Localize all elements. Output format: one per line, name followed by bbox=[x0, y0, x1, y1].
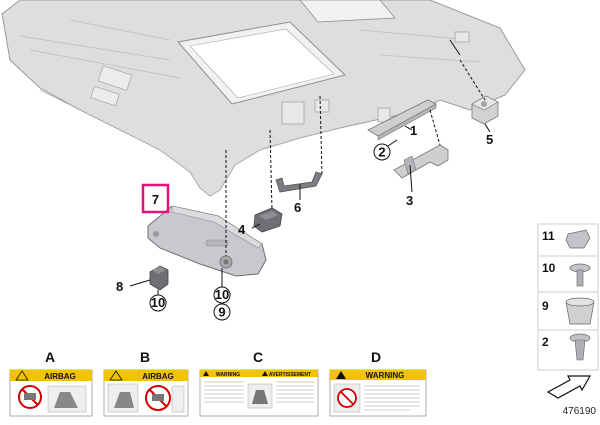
part-8-holder bbox=[149, 265, 169, 291]
svg-text:10: 10 bbox=[542, 261, 556, 275]
callout-9: 9 bbox=[213, 303, 231, 321]
orientation-arrow bbox=[546, 375, 592, 399]
svg-text:2: 2 bbox=[378, 145, 385, 160]
callout-2-circle: 2 bbox=[373, 143, 391, 161]
callout-3: 3 bbox=[406, 193, 413, 208]
svg-text:11: 11 bbox=[542, 229, 555, 243]
label-c-title-left: WARNING bbox=[216, 372, 240, 378]
callout-4: 4 bbox=[238, 222, 246, 237]
warning-triangle-icon bbox=[109, 370, 123, 381]
label-b-letter: B bbox=[140, 349, 150, 365]
label-c: C WARNING AVERTISSEMENT bbox=[199, 349, 319, 417]
side-item-9: 9 bbox=[542, 297, 595, 325]
part-7-sun-visor bbox=[147, 205, 267, 277]
svg-text:1: 1 bbox=[410, 123, 417, 138]
side-item-11: 11 bbox=[542, 229, 591, 249]
warning-triangle-icon bbox=[203, 371, 209, 376]
svg-text:9: 9 bbox=[542, 299, 549, 313]
label-c-letter: C bbox=[253, 349, 263, 365]
label-a: A AIRBAG bbox=[9, 349, 93, 417]
svg-text:8: 8 bbox=[116, 279, 123, 294]
part-6-grab-handle bbox=[275, 171, 323, 193]
svg-text:10: 10 bbox=[215, 287, 229, 302]
svg-text:5: 5 bbox=[486, 132, 493, 147]
label-d: D WARNING bbox=[329, 349, 427, 417]
reference-number: 476190 bbox=[563, 406, 597, 417]
warning-triangle-icon bbox=[262, 371, 268, 376]
svg-text:9: 9 bbox=[218, 305, 225, 320]
label-a-letter: A bbox=[45, 349, 55, 365]
svg-text:6: 6 bbox=[294, 200, 301, 215]
warning-triangle-icon bbox=[336, 371, 346, 379]
callout-8: 8 bbox=[116, 279, 123, 294]
label-d-title: WARNING bbox=[366, 371, 405, 380]
part-3-hook bbox=[393, 144, 449, 179]
part-5-clip bbox=[471, 95, 499, 125]
callout-5: 5 bbox=[486, 132, 493, 147]
headliner-panel bbox=[1, 0, 526, 197]
svg-text:2: 2 bbox=[542, 335, 549, 349]
svg-text:7: 7 bbox=[152, 192, 159, 207]
svg-text:10: 10 bbox=[151, 295, 165, 310]
arrow-icon bbox=[546, 375, 592, 399]
label-b: B AIRBAG bbox=[103, 349, 189, 417]
side-parts-column: 11 10 9 2 bbox=[537, 223, 599, 399]
callout-6: 6 bbox=[294, 200, 301, 215]
svg-text:4: 4 bbox=[238, 222, 246, 237]
callout-1: 1 bbox=[410, 123, 417, 138]
callout-10-center: 10 bbox=[213, 286, 231, 304]
label-a-title: AIRBAG bbox=[44, 372, 76, 381]
warning-triangle-icon bbox=[15, 370, 29, 381]
callout-7-highlighted: 7 bbox=[141, 183, 170, 214]
side-item-10: 10 bbox=[542, 261, 591, 287]
label-d-letter: D bbox=[371, 349, 381, 365]
label-b-title: AIRBAG bbox=[142, 372, 174, 381]
callout-10-lower-left: 10 bbox=[149, 294, 167, 312]
part-4-cap bbox=[253, 207, 283, 233]
part-1-bracket bbox=[367, 99, 437, 141]
side-item-2: 2 bbox=[542, 333, 591, 361]
svg-text:3: 3 bbox=[406, 193, 413, 208]
label-c-title-right: AVERTISSEMENT bbox=[269, 372, 311, 378]
leader-lines bbox=[129, 39, 491, 296]
clip-nut-icon bbox=[565, 229, 591, 249]
